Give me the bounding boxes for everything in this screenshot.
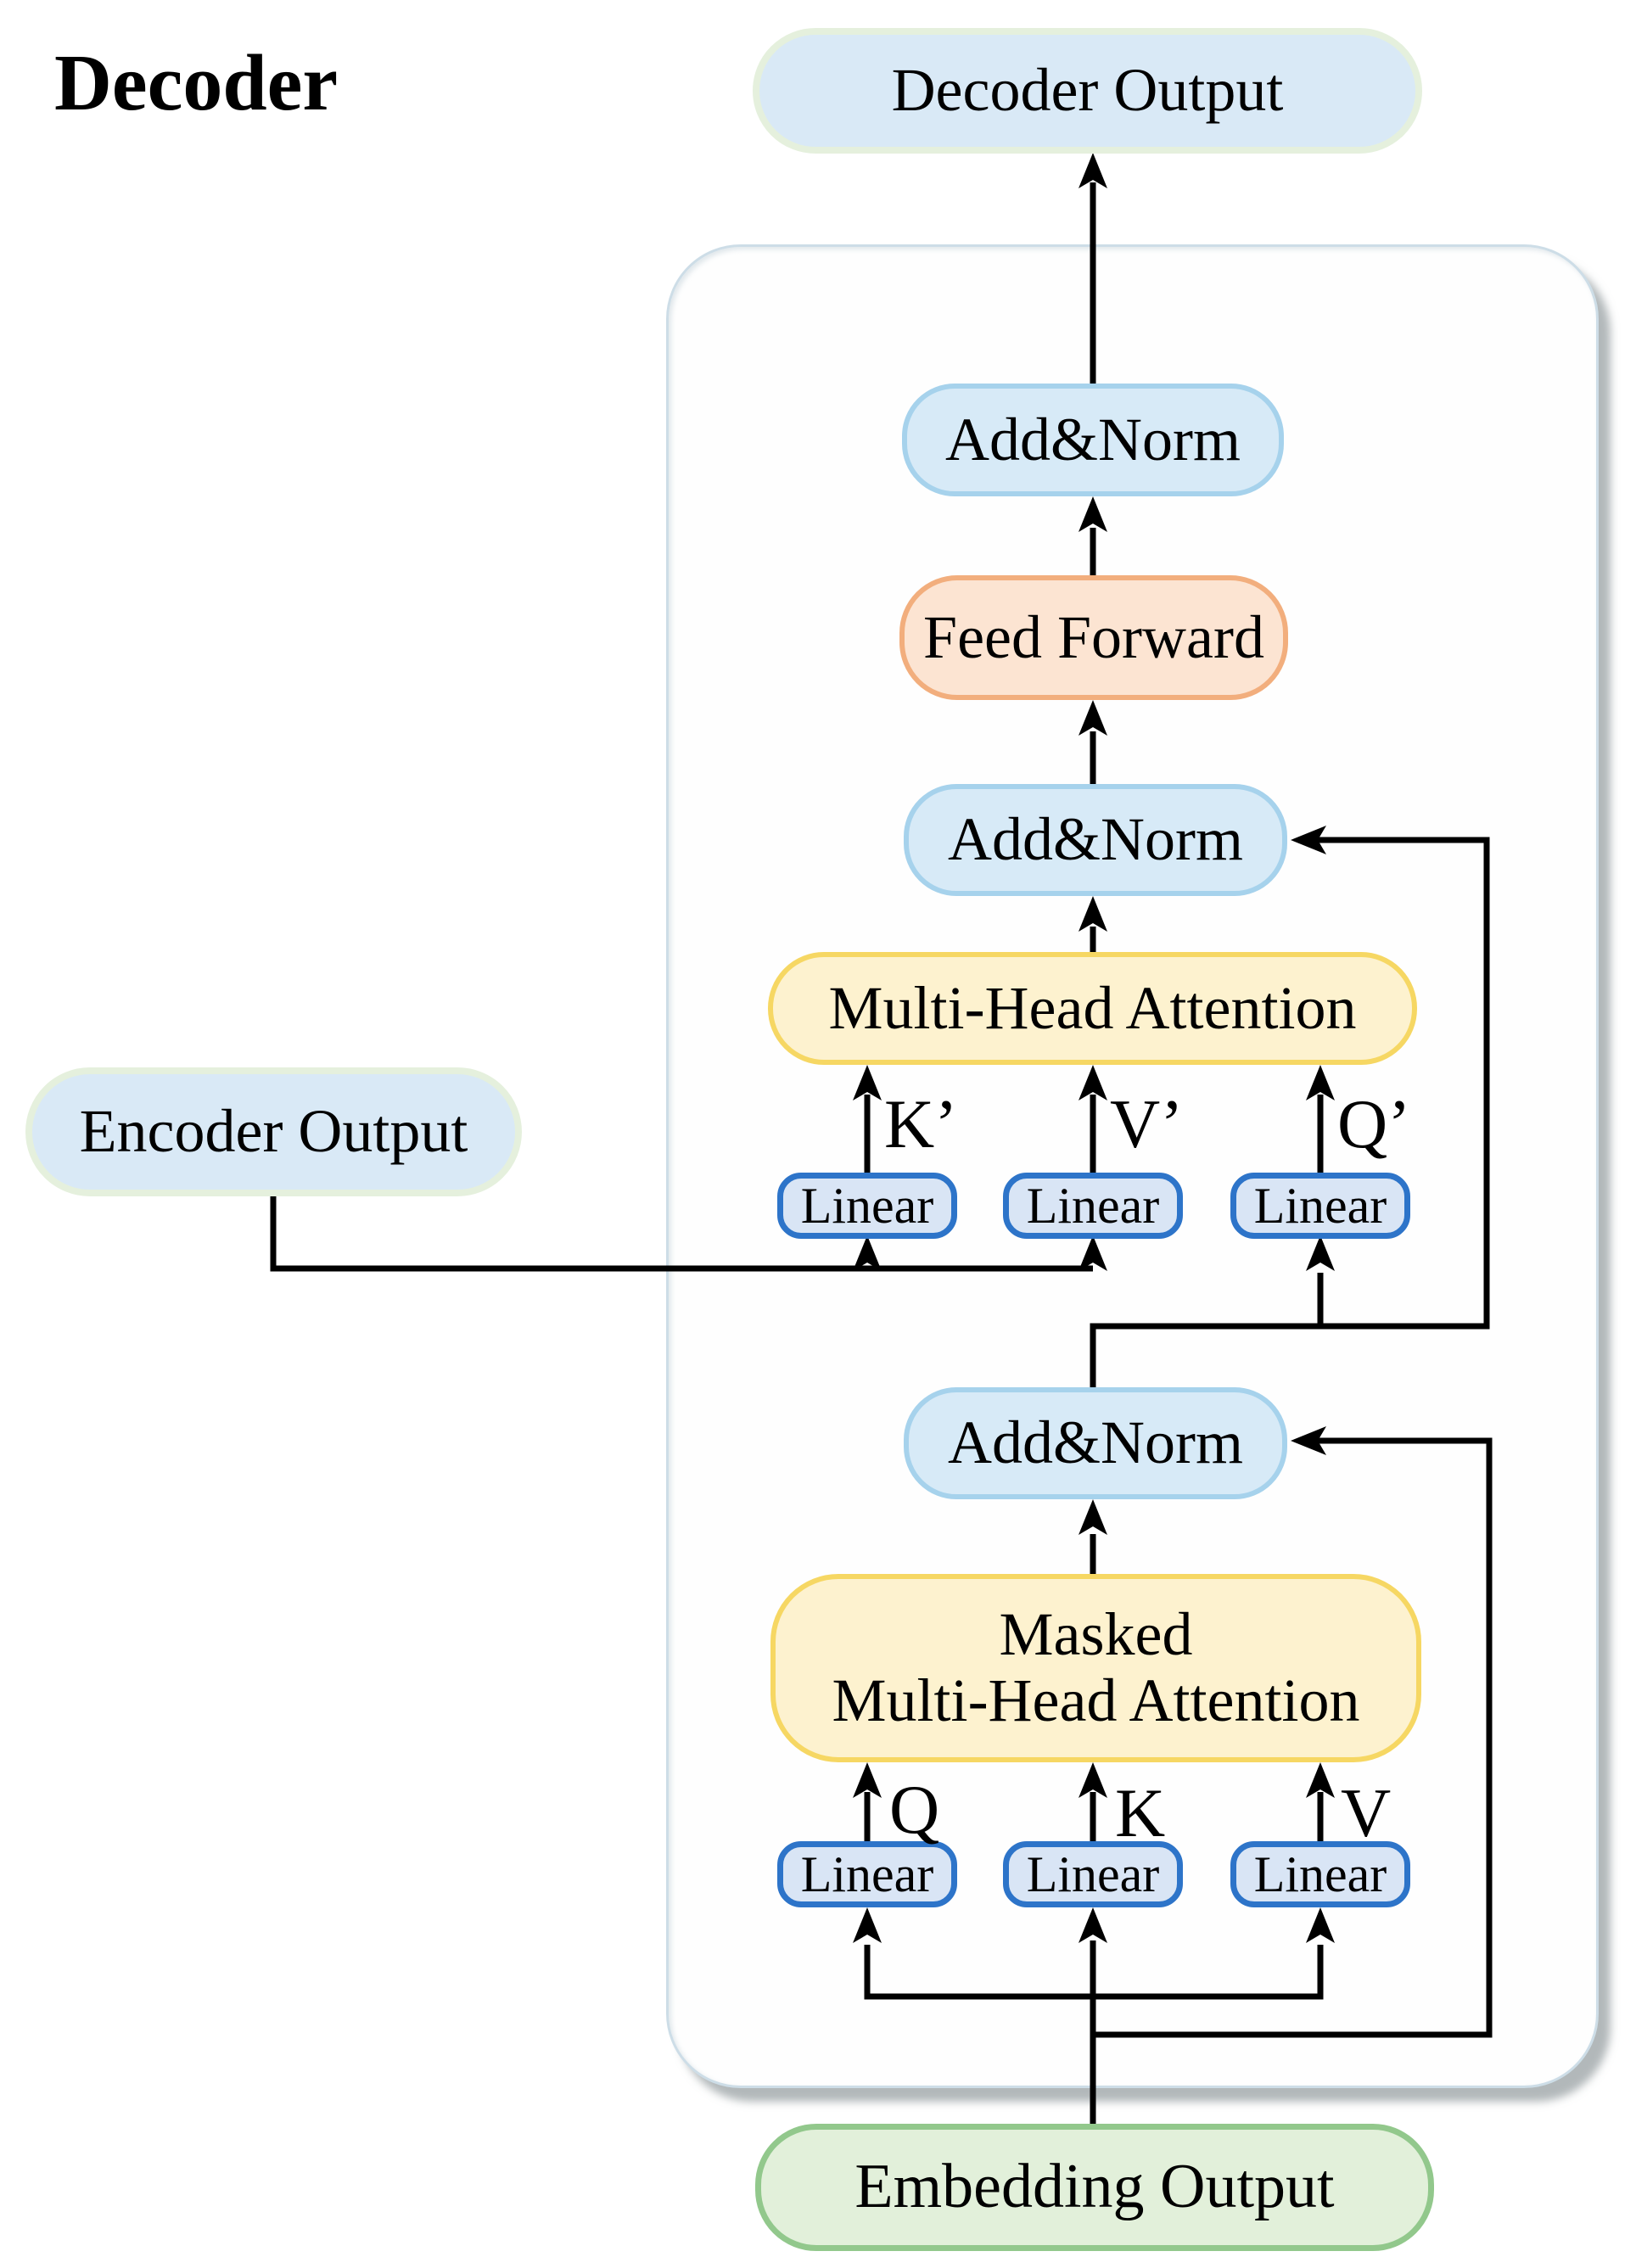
decoder-title: Decoder — [54, 39, 339, 127]
port-label-k: K — [1115, 1774, 1166, 1851]
port-label-v-prime: V’ — [1110, 1085, 1184, 1162]
node-add-norm-middle: Add&Norm — [904, 784, 1287, 896]
port-label-q-prime: Q’ — [1337, 1085, 1411, 1162]
node-decoder-output: Decoder Output — [753, 28, 1422, 154]
node-linear-q-prime-label: Linear — [1253, 1177, 1387, 1234]
arrowhead-residual-mid-addnorm — [1291, 826, 1326, 854]
node-embedding-output: Embedding Output — [755, 2124, 1434, 2251]
node-add-norm-lower: Add&Norm — [904, 1387, 1287, 1499]
arrowhead-masked-to-addnorm — [1079, 1499, 1107, 1535]
wire-encoder-feed — [270, 1195, 1093, 1272]
node-linear-k-prime: Linear — [777, 1173, 957, 1239]
node-encoder-output-label: Encoder Output — [79, 1097, 468, 1166]
node-add-norm-top: Add&Norm — [902, 384, 1284, 496]
node-linear-k-label: Linear — [1026, 1845, 1160, 1902]
arrowhead-linear-qp — [1306, 1065, 1335, 1100]
node-linear-v-prime: Linear — [1003, 1173, 1183, 1239]
arrowhead-into-qp-linear — [1306, 1235, 1335, 1271]
node-feed-forward: Feed Forward — [899, 575, 1288, 700]
arrowhead-linear-q — [853, 1762, 882, 1798]
node-add-norm-top-label: Add&Norm — [945, 405, 1241, 473]
port-label-q: Q — [889, 1771, 940, 1848]
arrowhead-ff-to-addnorm — [1079, 496, 1107, 532]
port-label-k-prime: K’ — [884, 1085, 958, 1162]
node-linear-q-label: Linear — [800, 1845, 934, 1902]
node-add-norm-lower-label: Add&Norm — [948, 1408, 1243, 1477]
arrowhead-decoder-output — [1079, 153, 1107, 188]
arrowhead-addnorm-to-ff — [1079, 700, 1107, 736]
node-masked-multi-head-attention: Masked Multi-Head Attention — [770, 1574, 1421, 1762]
node-encoder-output: Encoder Output — [25, 1067, 522, 1196]
arrowhead-linear-k — [1079, 1762, 1107, 1798]
node-masked-attention-line2: Multi-Head Attention — [832, 1666, 1360, 1734]
node-linear-v-prime-label: Linear — [1026, 1177, 1160, 1234]
node-multi-head-attention: Multi-Head Attention — [768, 952, 1417, 1065]
arrowhead-linear-v — [1306, 1762, 1335, 1798]
node-embedding-output-label: Embedding Output — [854, 2152, 1335, 2222]
node-decoder-output-label: Decoder Output — [891, 56, 1284, 125]
node-linear-q: Linear — [777, 1841, 957, 1907]
node-linear-v-label: Linear — [1253, 1845, 1387, 1902]
arrowhead-into-k-linear — [1079, 1907, 1107, 1943]
arrowhead-mha-to-addnorm — [1079, 896, 1107, 932]
node-linear-k-prime-label: Linear — [800, 1177, 934, 1234]
node-multi-head-attention-label: Multi-Head Attention — [828, 973, 1357, 1042]
arrowhead-into-q-linear — [853, 1907, 882, 1943]
decoder-container — [666, 244, 1599, 2088]
arrowhead-linear-kp — [853, 1065, 882, 1100]
arrowhead-linear-vp — [1079, 1065, 1107, 1100]
node-masked-attention-line1: Masked — [999, 1600, 1193, 1669]
arrowhead-into-kp-linear — [853, 1235, 882, 1271]
node-feed-forward-label: Feed Forward — [923, 602, 1264, 671]
node-add-norm-middle-label: Add&Norm — [948, 805, 1243, 874]
wire-lower-residual — [1093, 1437, 1493, 2038]
node-linear-q-prime: Linear — [1230, 1173, 1410, 1239]
wire-qprime-residual — [1090, 837, 1490, 1387]
arrowhead-into-v-linear — [1306, 1907, 1335, 1943]
node-linear-k: Linear — [1003, 1841, 1183, 1907]
node-linear-v: Linear — [1230, 1841, 1410, 1907]
arrowhead-into-vp-linear — [1079, 1235, 1107, 1271]
port-label-v: V — [1341, 1774, 1392, 1851]
arrowhead-residual-low-addnorm — [1291, 1426, 1326, 1455]
